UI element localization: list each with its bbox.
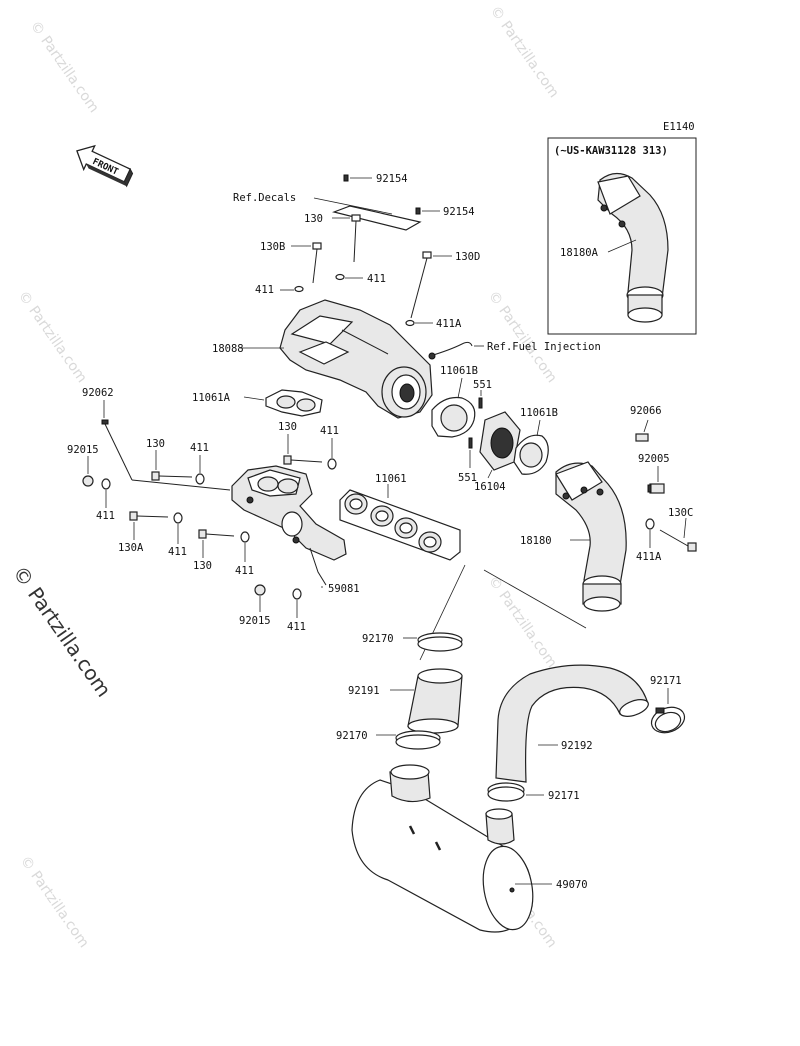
manifold-59081: 59081 bbox=[231, 465, 360, 595]
watermark-main: © Partzilla.com bbox=[8, 561, 116, 701]
label-92066: 92066 bbox=[630, 405, 662, 417]
washer-411a-right: 411A bbox=[636, 518, 662, 563]
watermark: © Partzilla.com bbox=[485, 573, 560, 671]
label-411-mid1: 411 bbox=[190, 442, 209, 454]
clamp-92171-b: 92171 bbox=[487, 782, 580, 802]
gasket-11061b-2: 11061B bbox=[513, 407, 558, 475]
washer-411-e: 411 bbox=[287, 588, 306, 633]
label-92015-a: 92015 bbox=[67, 444, 99, 456]
hose-92192: 92192 bbox=[495, 664, 649, 783]
clamp-92170-a: 92170 bbox=[362, 632, 463, 652]
label-411-a: 411 bbox=[255, 284, 274, 296]
label-92192: 92192 bbox=[561, 740, 593, 752]
bolt-130-mid1: 130 bbox=[146, 438, 193, 481]
label-92171-a: 92171 bbox=[650, 675, 682, 687]
muffler-49070: 49070 bbox=[351, 764, 588, 933]
gasket-11061a: 11061A bbox=[192, 389, 323, 417]
label-411-left: 411 bbox=[96, 510, 115, 522]
label-16104: 16104 bbox=[474, 481, 506, 493]
label-18180: 18180 bbox=[520, 535, 552, 547]
fitting-92005: 92005 bbox=[638, 453, 670, 494]
label-551-top: 551 bbox=[473, 379, 492, 391]
clamp-92171-a: 92171 bbox=[650, 675, 686, 734]
label-ref-decals: Ref.Decals bbox=[233, 192, 296, 204]
label-18088: 18088 bbox=[212, 343, 244, 355]
chamber-16104: 16104 bbox=[474, 411, 521, 493]
bolt-551-top: 551 bbox=[473, 379, 492, 409]
nut-92015-a: 92015 bbox=[67, 444, 99, 487]
sleeve-92191: 92191 bbox=[348, 668, 463, 734]
label-130-top: 130 bbox=[304, 213, 323, 225]
label-411-mid2: 411 bbox=[320, 425, 339, 437]
washer-411a-top: 411A bbox=[405, 318, 462, 330]
bolt-130b: 130B bbox=[260, 241, 322, 284]
label-411a-right: 411A bbox=[636, 551, 662, 563]
watermark: © Partzilla.com bbox=[15, 288, 90, 386]
bolt-92154-a: 92154 bbox=[343, 173, 408, 185]
label-18180a: 18180A bbox=[560, 247, 599, 259]
label-130d: 130D bbox=[455, 251, 480, 263]
label-49070: 49070 bbox=[556, 879, 588, 891]
bolt-92154-b: 92154 bbox=[415, 206, 475, 218]
label-130b: 130B bbox=[260, 241, 285, 253]
elbow-pipe-18180: 18180 bbox=[520, 461, 627, 612]
bolt-130d: 130D bbox=[410, 251, 480, 319]
washer-411-mid2: 411 bbox=[320, 425, 339, 470]
bolt-130-top: 130 bbox=[304, 213, 361, 263]
washer-411-d: 411 bbox=[235, 531, 254, 577]
decal-strip: Ref.Decals bbox=[233, 192, 422, 231]
label-130c: 130C bbox=[668, 507, 693, 519]
plug-92066: 92066 bbox=[630, 405, 662, 442]
label-92191: 92191 bbox=[348, 685, 380, 697]
label-92170-a: 92170 bbox=[362, 633, 394, 645]
watermark: © Partzilla.com bbox=[17, 853, 92, 951]
label-411a-top: 411A bbox=[436, 318, 462, 330]
bolt-130-low: 130 bbox=[193, 529, 235, 572]
label-59081: 59081 bbox=[328, 583, 360, 595]
inset-title: (~US-KAW31128 313) bbox=[554, 145, 668, 157]
label-92154-b: 92154 bbox=[443, 206, 475, 218]
label-92015-b: 92015 bbox=[239, 615, 271, 627]
label-411-e: 411 bbox=[287, 621, 306, 633]
washer-411-b: 411 bbox=[335, 273, 386, 285]
label-551-low: 551 bbox=[458, 472, 477, 484]
label-11061a: 11061A bbox=[192, 392, 231, 404]
clamp-92170-b: 92170 bbox=[336, 730, 441, 750]
label-130-low: 130 bbox=[193, 560, 212, 572]
label-411-b: 411 bbox=[367, 273, 386, 285]
label-92005: 92005 bbox=[638, 453, 670, 465]
label-11061b-1: 11061B bbox=[440, 365, 478, 377]
gasket-11061: 11061 bbox=[339, 473, 461, 561]
inset-box: (~US-KAW31128 313) 18180A bbox=[547, 137, 697, 335]
gasket-11061b-1: 11061B bbox=[431, 365, 478, 438]
label-11061: 11061 bbox=[375, 473, 407, 485]
bolt-130a: 130A bbox=[118, 511, 169, 554]
label-11061b-2: 11061B bbox=[520, 407, 558, 419]
nut-92015-b: 92015 bbox=[239, 584, 271, 627]
label-411-d: 411 bbox=[235, 565, 254, 577]
washer-411-a: 411 bbox=[255, 284, 304, 296]
watermark: © Partzilla.com bbox=[27, 18, 102, 116]
label-92170-b: 92170 bbox=[336, 730, 368, 742]
label-92171-b: 92171 bbox=[548, 790, 580, 802]
exhaust-manifold-18088: 18088 Ref.Fuel Injection bbox=[212, 299, 601, 419]
front-arrow-icon: FRONT bbox=[76, 144, 134, 188]
label-130a: 130A bbox=[118, 542, 144, 554]
washer-411-mid1: 411 bbox=[190, 442, 209, 485]
label-92062: 92062 bbox=[82, 387, 114, 399]
label-ref-fuel-injection: Ref.Fuel Injection bbox=[487, 341, 601, 353]
label-130-mid1: 130 bbox=[146, 438, 165, 450]
diagram-id: E1140 bbox=[663, 121, 695, 133]
watermark: © Partzilla.com bbox=[487, 3, 562, 101]
washer-411-left: 411 bbox=[96, 478, 115, 522]
label-130-mid2: 130 bbox=[278, 421, 297, 433]
bolt-92062: 92062 bbox=[82, 387, 231, 491]
washer-411-c: 411 bbox=[168, 512, 187, 558]
bolt-130-mid2: 130 bbox=[278, 421, 323, 465]
label-411-c: 411 bbox=[168, 546, 187, 558]
bolt-130c: 130C bbox=[659, 507, 697, 552]
label-92154-a: 92154 bbox=[376, 173, 408, 185]
bolt-551-low: 551 bbox=[458, 437, 477, 484]
